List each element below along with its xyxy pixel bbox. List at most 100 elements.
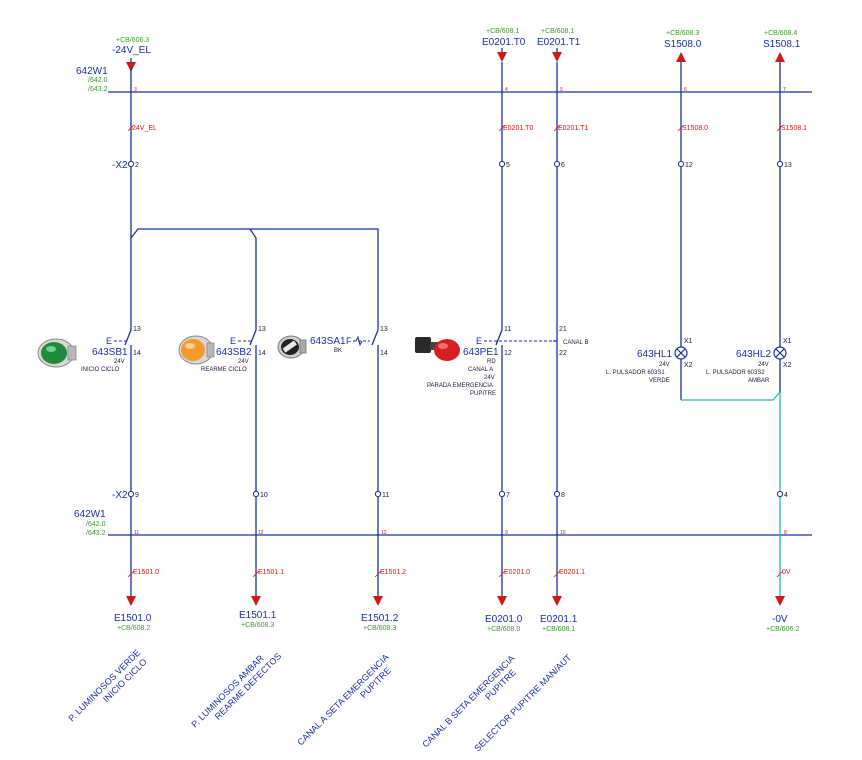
terminal-dot bbox=[553, 160, 561, 168]
arrow-down-icon bbox=[251, 596, 261, 606]
terminal-number: 13 bbox=[784, 162, 792, 169]
lamp-tag: 643HL1 bbox=[637, 349, 672, 360]
lamp-643hl1: X1 X2 643HL1 24V L. PULSADOR 603S1 VERDE bbox=[606, 338, 693, 384]
device-tag: 643PE1 bbox=[463, 347, 499, 358]
column-label-line1: CANAL B SETA EMERGENCIA bbox=[420, 653, 516, 749]
top-arrow-loc: +CB/608.1 bbox=[486, 28, 519, 35]
top-arrow-s1508-1: +CB/608.4 S1508.1 bbox=[763, 30, 801, 62]
green-pushbutton-icon bbox=[37, 338, 77, 368]
bottom-arrow-name: E1501.0 bbox=[114, 613, 152, 624]
wire-label: E1501.0 bbox=[133, 569, 159, 576]
lamp-voltage: 24V bbox=[758, 362, 769, 368]
arrow-down-icon bbox=[373, 596, 383, 606]
pin-bottom: 14 bbox=[133, 350, 141, 357]
lamp-description: L. PULSADOR 603S1 bbox=[606, 370, 665, 376]
terminal-dot bbox=[776, 490, 784, 498]
device-description: PARADA EMERGENCIA bbox=[427, 383, 493, 389]
bottom-arrow-e1501-1: E1501.1 E1501.1 +CB/608.3 bbox=[239, 569, 284, 629]
bottom-bus-number: 11 bbox=[134, 530, 139, 536]
lamp-color: AMBAR bbox=[748, 378, 770, 384]
terminal-strip-label: -X2 bbox=[112, 490, 128, 501]
wire-label: S1508.1 bbox=[781, 125, 807, 132]
device-prefix: E bbox=[230, 336, 236, 346]
top-bus-ref1: /642.0 bbox=[88, 77, 108, 84]
wire-label: 0V bbox=[782, 569, 791, 576]
bottom-arrow-name: E0201.0 bbox=[485, 614, 523, 625]
column-label-2: P. LUMINOSOS AMBAR REARME DEFECTOS bbox=[189, 651, 284, 730]
channel-b-label: CANAL B bbox=[563, 340, 588, 346]
bottom-arrow-loc: +CB/608.0 bbox=[487, 626, 520, 633]
device-prefix: E bbox=[106, 336, 112, 346]
terminal-dot bbox=[677, 160, 685, 168]
device-643pe1: E 11 12 21 22 CANAL B 643PE1 RD CANAL A … bbox=[415, 326, 588, 397]
column-label-3: CANAL A SETA EMERGENCIA PUPITRE bbox=[295, 652, 393, 747]
terminal-number: 6 bbox=[561, 162, 565, 169]
bottom-arrow-name: E0201.1 bbox=[540, 614, 578, 625]
terminal-dot bbox=[776, 160, 784, 168]
bottom-arrow-loc: +CB/608.2 bbox=[117, 625, 150, 632]
top-arrow-e0201-t1: +CB/608.1 E0201.T1 bbox=[537, 28, 581, 62]
arrow-down-icon bbox=[775, 596, 785, 606]
selector-switch-icon bbox=[277, 335, 307, 359]
column-label-1: P. LUMINOSOS VERDE INICIO CICLO bbox=[66, 647, 148, 723]
bottom-arrow-0v: 0V -0V +CB/606.2 bbox=[766, 569, 799, 633]
column-label-4: CANAL B SETA EMERGENCIA PUPITRE bbox=[420, 653, 518, 749]
terminal-dot bbox=[252, 490, 260, 498]
device-tag: 643SA1 bbox=[310, 336, 346, 347]
pin-bottom: 12 bbox=[504, 350, 512, 357]
wire-label: E0201.0 bbox=[504, 569, 530, 576]
bottom-arrow-name: E1501.2 bbox=[361, 613, 399, 624]
terminal-dot bbox=[374, 490, 382, 498]
top-arrow-name: S1508.1 bbox=[763, 39, 801, 50]
bottom-bus: 642W1 /642.0 /643.2 11 12 12 9 10 8 bbox=[74, 509, 812, 537]
column-label-line1: SELECTOR PUPITRE MAN/AUT bbox=[472, 652, 573, 753]
pin-top: 13 bbox=[258, 326, 266, 333]
pin-top: 13 bbox=[380, 326, 388, 333]
device-color: RD bbox=[487, 359, 496, 365]
top-arrow-loc: +CB/608.4 bbox=[764, 30, 797, 37]
pin-bottom-b: 22 bbox=[559, 350, 567, 357]
pin-bottom: X2 bbox=[783, 362, 792, 369]
bottom-arrow-name: E1501.1 bbox=[239, 610, 277, 621]
column-label-5: SELECTOR PUPITRE MAN/AUT bbox=[472, 652, 573, 753]
top-wire-labels: 24V_EL E0201.T0 E0201.T1 S1508.0 S1508.1 bbox=[127, 124, 807, 132]
column-label-line1: P. LUMINOSOS AMBAR bbox=[189, 653, 266, 730]
pin-top: X1 bbox=[684, 338, 693, 345]
bottom-arrow-e1501-0: E1501.0 E1501.0 +CB/608.2 bbox=[114, 569, 159, 632]
indicator-lamp-icon bbox=[773, 346, 787, 360]
terminal-number: 5 bbox=[506, 162, 510, 169]
bottom-arrow-loc: +CB/606.2 bbox=[766, 626, 799, 633]
terminal-number: 10 bbox=[260, 492, 268, 499]
terminal-dot bbox=[498, 490, 506, 498]
arrow-up-icon bbox=[676, 52, 686, 62]
top-bus-number: 4 bbox=[505, 87, 508, 93]
device-tag: 643SB1 bbox=[92, 347, 128, 358]
top-bus-name: 642W1 bbox=[76, 66, 108, 77]
pin-top-b: 21 bbox=[559, 326, 567, 333]
device-tag: 643SB2 bbox=[216, 347, 252, 358]
wire-label: E0201.T0 bbox=[503, 125, 533, 132]
top-bus-ref2: /643.2 bbox=[88, 86, 108, 93]
terminal-dot bbox=[127, 160, 135, 168]
wire-label: E1501.1 bbox=[258, 569, 284, 576]
bottom-arrow-e0201-0: E0201.0 E0201.0 +CB/608.0 bbox=[485, 569, 530, 633]
device-voltage: 24V bbox=[484, 375, 495, 381]
bottom-arrow-e1501-2: E1501.2 E1501.2 +CB/608.3 bbox=[361, 569, 406, 632]
arrow-up-icon bbox=[775, 52, 785, 62]
device-643sb2: E 13 14 643SB2 24V REARME CICLO bbox=[178, 326, 266, 373]
terminal-dot bbox=[127, 490, 135, 498]
column-label-line2: REARME DEFECTOS bbox=[213, 651, 284, 722]
bottom-bus-number: 12 bbox=[258, 530, 264, 536]
emergency-stop-icon bbox=[415, 337, 460, 361]
terminal-strip-label: -X2 bbox=[112, 160, 128, 171]
top-bus: 642W1 /642.0 /643.2 3 4 5 6 7 bbox=[76, 66, 812, 93]
bottom-bus-ref2: /643.2 bbox=[86, 530, 106, 537]
bottom-arrow-e0201-1: E0201.1 E0201.1 +CB/608.1 bbox=[540, 569, 585, 633]
top-bus-number: 5 bbox=[560, 87, 563, 93]
device-prefix: E bbox=[476, 336, 482, 346]
terminal-number: 11 bbox=[382, 492, 389, 499]
pin-bottom: X2 bbox=[684, 362, 693, 369]
pin-bottom: 14 bbox=[258, 350, 266, 357]
device-channel: CANAL A bbox=[468, 367, 493, 373]
